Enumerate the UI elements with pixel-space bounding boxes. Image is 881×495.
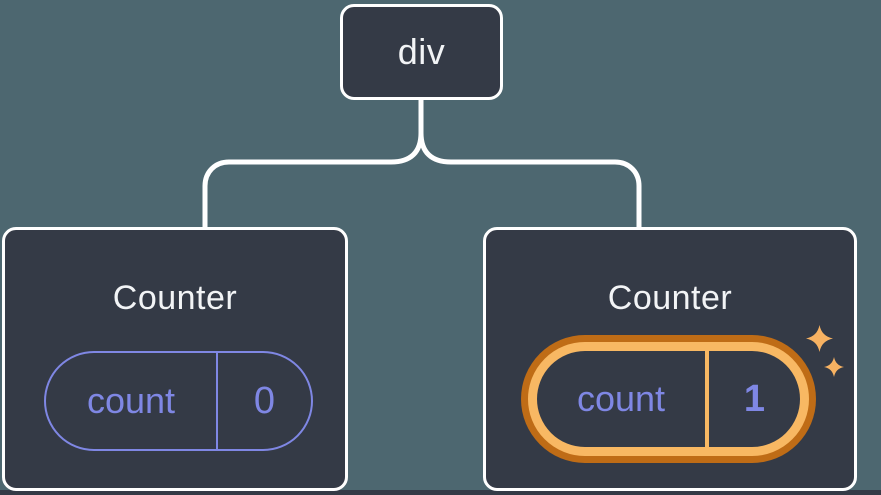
state-name-label: count [537, 351, 709, 447]
state-name-label: count [46, 353, 218, 449]
counter-title: Counter [607, 279, 733, 317]
connector-left-branch [202, 97, 424, 234]
counter-node-right: Counter count 1 [483, 227, 857, 491]
counter-title: Counter [112, 279, 238, 317]
state-pill-highlighted: count 1 [528, 342, 809, 456]
connector-right-branch [418, 97, 642, 234]
root-node-div: div [340, 4, 503, 100]
state-value-label: 0 [253, 379, 276, 422]
root-node-label: div [397, 31, 446, 72]
sparkle-icon [806, 325, 833, 352]
state-pill: count 0 [44, 351, 313, 451]
sparkle-icon [824, 357, 844, 377]
state-value-label: 1 [743, 377, 766, 420]
page-edge-band [0, 490, 881, 495]
counter-node-left: Counter count 0 [2, 227, 348, 491]
